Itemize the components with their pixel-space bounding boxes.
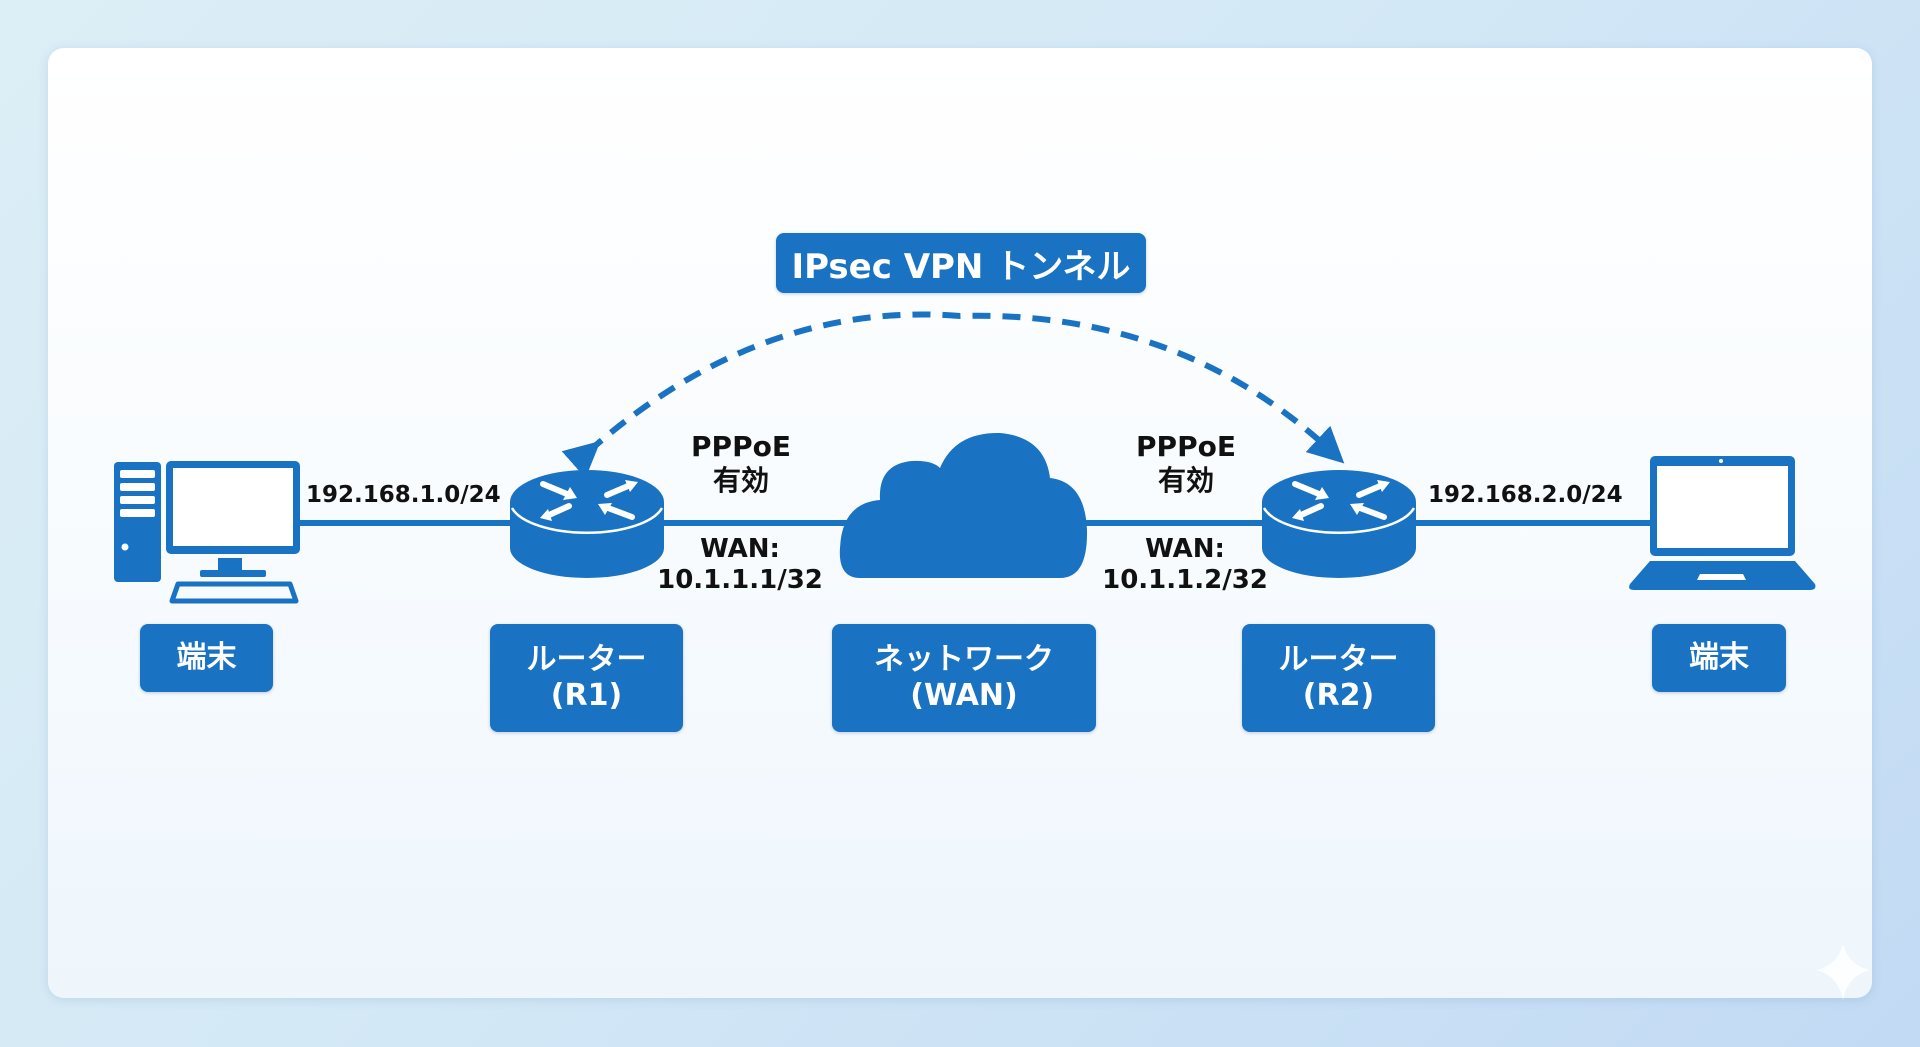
r2-wan-ip: 10.1.1.2/32: [1102, 565, 1268, 596]
right-terminal-label: 端末: [1652, 624, 1786, 692]
r1-pppoe-status: PPPoE 有効: [676, 430, 806, 497]
router-r1-label: ルーター (R1): [490, 624, 683, 732]
r2-pppoe-enabled: 有効: [1157, 463, 1214, 497]
router-r2-icon: [1262, 470, 1416, 578]
r1-pppoe-enabled: 有効: [712, 463, 769, 497]
r2-wan-address: WAN: 10.1.1.2/32: [1095, 534, 1275, 596]
network-wan-label: ネットワーク (WAN): [832, 624, 1096, 732]
ipsec-tunnel-arc: [561, 311, 1345, 479]
r2-wan-label: WAN:: [1145, 534, 1225, 564]
laptop-icon: [1629, 456, 1816, 590]
r1-wan-ip: 10.1.1.1/32: [657, 565, 823, 596]
cloud-icon: [839, 432, 1088, 578]
left-terminal-label: 端末: [140, 624, 273, 692]
r2-pppoe-status: PPPoE 有効: [1121, 430, 1251, 497]
sparkle-icon: [1816, 944, 1870, 1000]
desktop-computer-icon: [114, 461, 300, 604]
ipsec-tunnel-label: IPsec VPN トンネル: [776, 233, 1146, 293]
router-r1-icon: [510, 470, 664, 578]
ipsec-tunnel-text: IPsec VPN トンネル: [791, 246, 1131, 287]
r1-wan-label: WAN:: [700, 534, 780, 564]
r2-pppoe-protocol: PPPoE: [1136, 430, 1236, 463]
left-lan-subnet: 192.168.1.0/24: [306, 482, 501, 508]
r1-wan-address: WAN: 10.1.1.1/32: [650, 534, 830, 596]
r1-pppoe-protocol: PPPoE: [691, 430, 791, 463]
right-lan-subnet: 192.168.2.0/24: [1428, 482, 1623, 508]
router-r2-label: ルーター (R2): [1242, 624, 1435, 732]
